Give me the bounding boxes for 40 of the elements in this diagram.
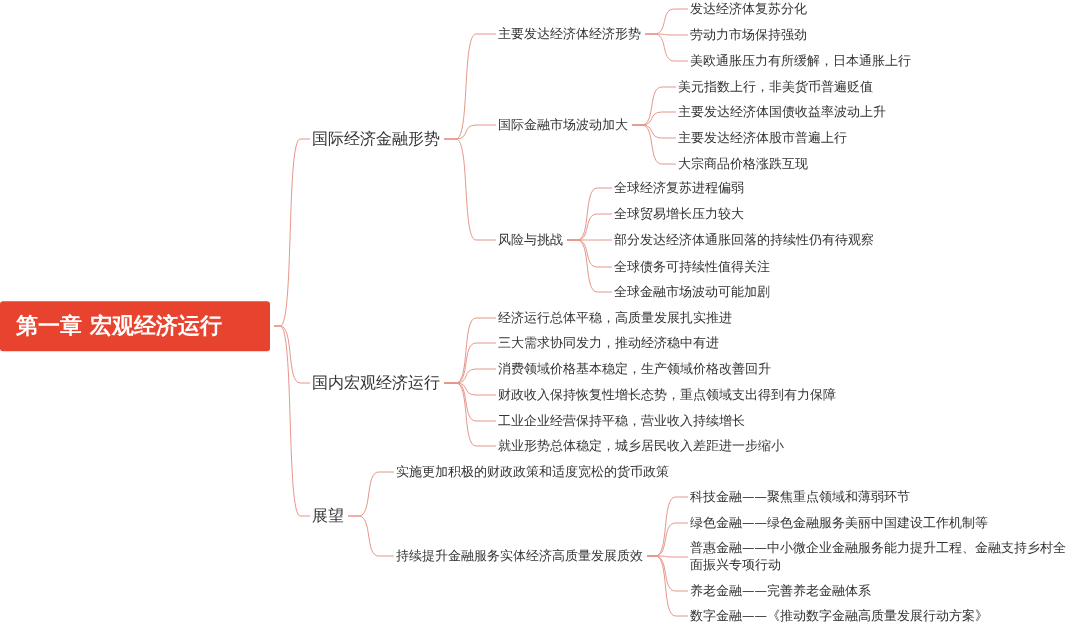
- leaf-topic: 全球债务可持续性值得关注: [614, 258, 770, 276]
- connector-line: [631, 124, 677, 165]
- leaf-topic: 财政收入保持恢复性增长态势，重点领域支出得到有力保障: [498, 386, 836, 404]
- subtopic: 持续提升金融服务实体经济高质量发展质效: [396, 547, 643, 565]
- leaf-topic: 数字金融——《推动数字金融高质量发展行动方案》: [690, 607, 988, 625]
- branch-topic: 国内宏观经济运行: [312, 372, 440, 394]
- leaf-topic: 美欧通胀压力有所缓解，日本通胀上行: [690, 52, 911, 70]
- connector-line: [443, 138, 497, 241]
- subtopic: 主要发达经济体经济形势: [498, 25, 641, 43]
- leaf-topic: 美元指数上行，非美货币普遍贬值: [678, 78, 873, 96]
- connector-line: [443, 382, 497, 447]
- leaf-topic: 全球经济复苏进程偏弱: [614, 179, 744, 197]
- branch-topic: 展望: [312, 505, 344, 527]
- connector-line: [347, 515, 395, 557]
- connector-line: [646, 555, 689, 617]
- leaf-topic: 养老金融——完善养老金融体系: [690, 582, 871, 600]
- subtopic: 风险与挑战: [498, 231, 563, 249]
- leaf-topic: 消费领域价格基本稳定，生产领域价格改善回升: [498, 360, 771, 378]
- leaf-topic: 三大需求协同发力，推动经济稳中有进: [498, 334, 719, 352]
- connector-line: [644, 33, 689, 62]
- leaf-topic: 大宗商品价格涨跌互现: [678, 155, 808, 173]
- leaf-topic: 全球贸易增长压力较大: [614, 205, 744, 223]
- connector-line: [273, 325, 311, 517]
- leaf-topic: 工业企业经营保持平稳，营业收入持续增长: [498, 412, 745, 430]
- leaf-topic: 经济运行总体平稳，高质量发展扎实推进: [498, 309, 732, 327]
- connector-line: [566, 239, 613, 293]
- branch-topic: 国际经济金融形势: [312, 128, 440, 150]
- leaf-topic: 就业形势总体稳定，城乡居民收入差距进一步缩小: [498, 437, 784, 455]
- leaf-topic: 绿色金融——绿色金融服务美丽中国建设工作机制等: [690, 514, 988, 532]
- leaf-topic: 劳动力市场保持强劲: [690, 26, 807, 44]
- leaf-topic: 部分发达经济体通胀回落的持续性仍有待观察: [614, 231, 874, 249]
- leaf-topic: 全球金融市场波动可能加剧: [614, 283, 770, 301]
- subtopic: 国际金融市场波动加大: [498, 116, 628, 134]
- leaf-topic: 实施更加积极的财政政策和适度宽松的货币政策: [396, 463, 669, 481]
- leaf-topic: 发达经济体复苏分化: [690, 0, 807, 18]
- leaf-topic: 主要发达经济体国债收益率波动上升: [678, 103, 886, 121]
- leaf-topic: 普惠金融——中小微企业金融服务能力提升工程、金融支持乡村全面振兴专项行动: [690, 540, 1075, 574]
- leaf-topic: 主要发达经济体股市普遍上行: [678, 129, 847, 147]
- root-topic: 第一章 宏观经济运行: [0, 301, 270, 351]
- leaf-topic: 科技金融——聚焦重点领域和薄弱环节: [690, 488, 910, 506]
